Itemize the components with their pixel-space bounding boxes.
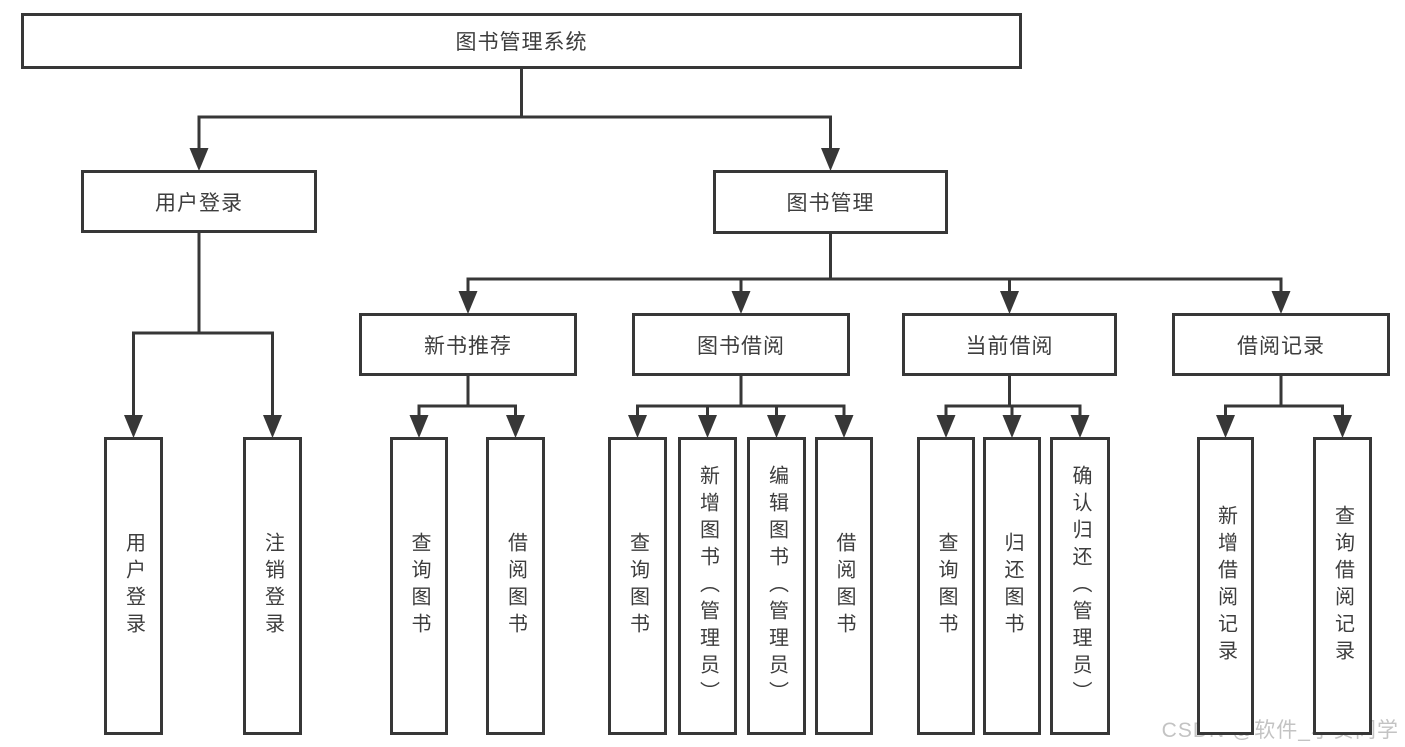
arrowhead-icon: [1000, 291, 1019, 314]
node-rec-query-books: 查询图书: [390, 437, 448, 735]
arrowhead-icon: [506, 415, 525, 438]
arrowhead-icon: [1070, 415, 1090, 438]
node-book-management: 图书管理: [713, 170, 948, 234]
node-cb-return-books: 归还图书: [983, 437, 1041, 735]
node-bb-edit-books-admin: 编辑图书（管理员）: [747, 437, 806, 735]
node-borrowing-records: 借阅记录: [1172, 313, 1390, 376]
node-user-login: 用户登录: [104, 437, 163, 735]
arrowhead-icon: [1216, 415, 1235, 438]
node-library-management-system: 图书管理系统: [21, 13, 1022, 69]
node-new-book-recommendation: 新书推荐: [359, 313, 577, 376]
arrowhead-icon: [1333, 415, 1352, 438]
arrowhead-icon: [409, 415, 429, 438]
node-br-query-borrow-record: 查询借阅记录: [1313, 437, 1372, 735]
arrowhead-icon: [936, 415, 956, 438]
node-user-login-group: 用户登录: [81, 170, 317, 233]
node-bb-borrow-books: 借阅图书: [815, 437, 873, 735]
node-book-borrowing: 图书借阅: [632, 313, 850, 376]
arrowhead-icon: [124, 415, 143, 438]
arrowhead-icon: [458, 291, 478, 314]
node-cb-confirm-return-admin: 确认归还（管理员）: [1050, 437, 1110, 735]
node-cb-query-books: 查询图书: [917, 437, 975, 735]
node-bb-add-books-admin: 新增图书（管理员）: [678, 437, 737, 735]
arrowhead-icon: [189, 148, 209, 171]
node-br-add-borrow-record: 新增借阅记录: [1197, 437, 1254, 735]
arrowhead-icon: [834, 415, 854, 438]
node-bb-query-books: 查询图书: [608, 437, 667, 735]
node-rec-borrow-books: 借阅图书: [486, 437, 545, 735]
arrowhead-icon: [698, 415, 717, 438]
arrowhead-icon: [731, 291, 751, 314]
arrowhead-icon: [1002, 415, 1022, 438]
node-current-borrowing: 当前借阅: [902, 313, 1117, 376]
arrowhead-icon: [821, 148, 840, 171]
arrowhead-icon: [1271, 291, 1291, 314]
arrowhead-icon: [628, 415, 647, 438]
arrowhead-icon: [263, 415, 282, 438]
arrowhead-icon: [767, 415, 786, 438]
node-logout: 注销登录: [243, 437, 302, 735]
